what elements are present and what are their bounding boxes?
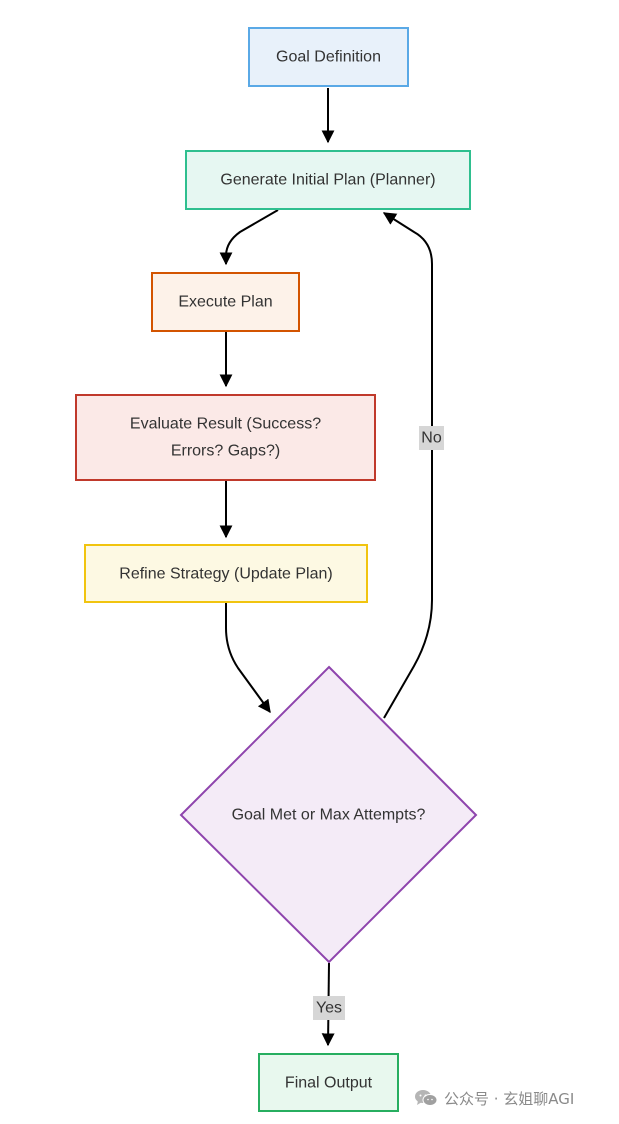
edge-label-no-text: No bbox=[421, 430, 442, 447]
wechat-logo-icon bbox=[415, 1090, 438, 1106]
edge-label-yes: Yes bbox=[313, 996, 345, 1020]
node-final-output: Final Output bbox=[258, 1053, 399, 1112]
edge-label-no: No bbox=[419, 426, 444, 450]
node-goal-definition-label: Goal Definition bbox=[276, 49, 381, 66]
node-generate-plan: Generate Initial Plan (Planner) bbox=[185, 150, 471, 210]
node-refine-strategy-box bbox=[85, 545, 367, 602]
watermark-text: 公众号 · 玄姐聊AGI bbox=[444, 1089, 575, 1108]
node-final-output-label: Final Output bbox=[285, 1075, 373, 1092]
node-decision: Goal Met or Max Attempts? bbox=[179, 665, 478, 964]
node-evaluate-result-box bbox=[76, 395, 375, 480]
node-execute-plan-label: Execute Plan bbox=[178, 294, 272, 311]
node-execute-plan-box bbox=[152, 273, 299, 331]
node-refine-strategy: Refine Strategy (Update Plan) bbox=[84, 544, 368, 603]
edge-label-yes-text: Yes bbox=[316, 1000, 342, 1017]
edge-refine-to-decision bbox=[225, 603, 271, 714]
node-final-output-box bbox=[259, 1054, 398, 1111]
node-generate-plan-label: Generate Initial Plan (Planner) bbox=[220, 172, 435, 189]
node-generate-plan-box bbox=[186, 151, 470, 209]
watermark: 公众号 · 玄姐聊AGI bbox=[414, 1086, 574, 1110]
node-goal-definition-box bbox=[249, 28, 408, 86]
edge-plan-to-execute bbox=[219, 209, 279, 266]
node-goal-definition: Goal Definition bbox=[248, 27, 409, 87]
node-execute-plan: Execute Plan bbox=[151, 272, 300, 332]
node-evaluate-result-label-line1: Evaluate Result (Success? bbox=[130, 416, 321, 433]
node-evaluate-result-label-line2: Errors? Gaps?) bbox=[171, 443, 280, 460]
node-decision-label: Goal Met or Max Attempts? bbox=[232, 807, 426, 824]
node-refine-strategy-label: Refine Strategy (Update Plan) bbox=[119, 566, 332, 583]
node-evaluate-result: Evaluate Result (Success? Errors? Gaps?) bbox=[75, 394, 376, 481]
edge-decision-no-loop bbox=[382, 212, 433, 719]
